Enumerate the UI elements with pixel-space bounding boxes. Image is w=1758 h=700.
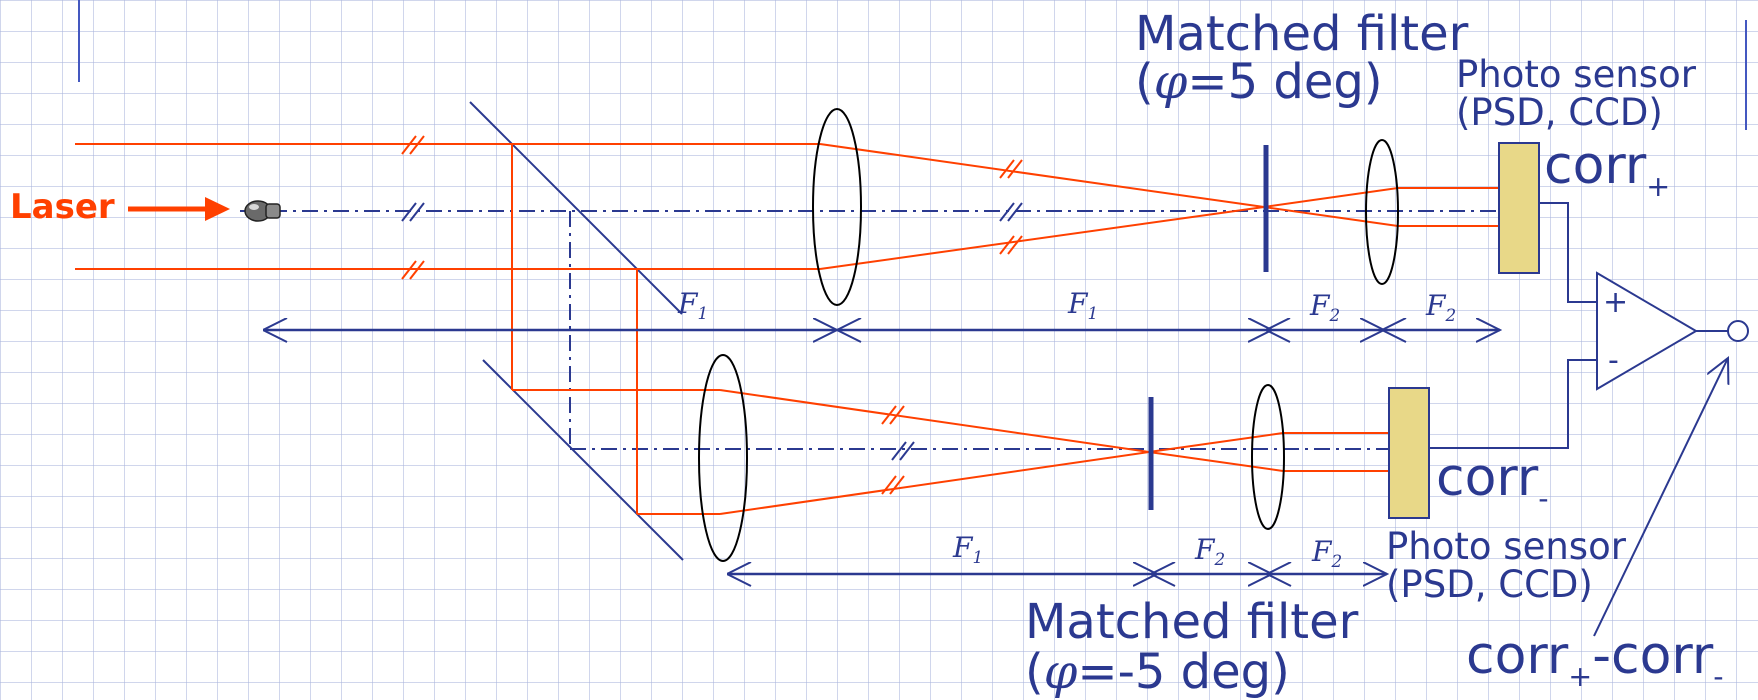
fourier-lens-top xyxy=(812,108,862,306)
focal-f2-base: F xyxy=(1426,289,1446,322)
focal-f2-base: F xyxy=(1310,289,1330,322)
top-sensor-title: Photo sensor xyxy=(1456,53,1696,96)
matched-filter-planes xyxy=(1148,145,1269,510)
difference-base1: corr xyxy=(1466,626,1569,686)
focal-label-f2-top-left: F2 xyxy=(1310,292,1340,324)
difference-mid: -corr xyxy=(1592,626,1714,686)
corr-minus-sub: - xyxy=(1538,480,1549,515)
relay-lens-bottom xyxy=(1251,384,1285,530)
top-filter-angle-open: ( xyxy=(1135,54,1154,110)
bottom-filter-angle-open: ( xyxy=(1025,644,1044,700)
top-sensor-types: (PSD, CCD) xyxy=(1456,91,1663,134)
focal-f1-base: F xyxy=(678,287,698,320)
corr-minus-label: corr- xyxy=(1436,452,1549,512)
focal-label-f1-bottom: F1 xyxy=(953,534,983,566)
focal-f1-sub: 1 xyxy=(972,546,984,567)
focal-label-f2-bottom-left: F2 xyxy=(1195,536,1225,568)
lenses xyxy=(698,108,1399,562)
opamp-triangle xyxy=(1596,271,1698,391)
focal-f1-sub: 1 xyxy=(697,302,709,323)
bottom-matched-filter-angle: (φ=-5 deg) xyxy=(1025,648,1290,696)
focal-f1-base: F xyxy=(1068,287,1088,320)
focal-f2-sub: 2 xyxy=(1331,550,1343,571)
beam-splitter xyxy=(469,101,684,561)
optical-axes xyxy=(240,210,1500,450)
laser-beams xyxy=(75,143,1500,515)
axis-tick-marks xyxy=(401,202,1023,461)
focal-f2-base: F xyxy=(1312,535,1332,568)
opamp xyxy=(1596,271,1749,391)
opamp-plus-sign: + xyxy=(1603,285,1629,320)
output-pointer-line xyxy=(1593,358,1728,637)
top-matched-filter-title: Matched filter xyxy=(1135,6,1469,62)
bottom-matched-filter-title: Matched filter xyxy=(1025,594,1359,650)
focal-f1-sub: 1 xyxy=(1087,302,1099,323)
bottom-sensor-title: Photo sensor xyxy=(1386,525,1626,568)
focal-f2-sub: 2 xyxy=(1214,548,1226,569)
laser-source xyxy=(128,197,281,222)
difference-sub2: - xyxy=(1713,658,1724,693)
corr-plus-base: corr xyxy=(1544,136,1647,196)
difference-output-label: corr+-corr- xyxy=(1466,630,1724,690)
fourier-lens-bottom xyxy=(698,354,748,562)
focal-f2-sub: 2 xyxy=(1329,304,1341,325)
corr-minus-base: corr xyxy=(1436,448,1539,508)
relay-lens-top xyxy=(1365,139,1399,285)
top-filter-phi-symbol: φ xyxy=(1153,54,1188,110)
focal-f2-sub: 2 xyxy=(1445,304,1457,325)
focal-label-f1-top-right: F1 xyxy=(1068,290,1098,322)
focal-f2-base: F xyxy=(1195,533,1215,566)
opamp-output-terminal xyxy=(1727,320,1749,342)
focal-label-f1-top-left: F1 xyxy=(678,290,708,322)
focal-label-f2-bottom-right: F2 xyxy=(1312,538,1342,570)
dimension-arrows xyxy=(263,330,1500,574)
bottom-filter-phi-symbol: φ xyxy=(1043,644,1078,700)
photo-sensor-top xyxy=(1498,142,1540,274)
focal-label-f2-top-right: F2 xyxy=(1426,292,1456,324)
photo-sensor-bottom xyxy=(1388,387,1430,519)
beam-tick-marks xyxy=(401,135,1023,495)
bottom-sensor-types: (PSD, CCD) xyxy=(1386,563,1593,606)
focal-f1-base: F xyxy=(953,531,973,564)
difference-sub1: + xyxy=(1568,658,1593,693)
opamp-minus-sign: - xyxy=(1608,343,1619,378)
slide-decoration-lines xyxy=(78,0,1747,130)
top-filter-angle-value: =5 deg) xyxy=(1187,54,1383,110)
corr-plus-label: corr+ xyxy=(1544,140,1670,200)
laser-label: Laser xyxy=(10,187,115,227)
bottom-filter-angle-value: =-5 deg) xyxy=(1077,644,1290,700)
top-matched-filter-angle: (φ=5 deg) xyxy=(1135,58,1383,106)
sensor-wires xyxy=(1429,202,1728,449)
corr-plus-sub: + xyxy=(1646,168,1671,203)
photo-sensors xyxy=(1388,142,1540,519)
